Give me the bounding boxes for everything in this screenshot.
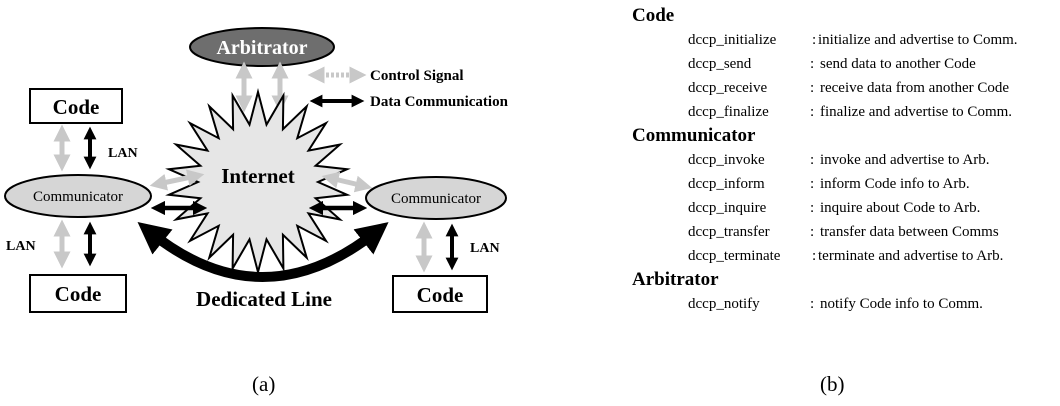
dedicated-line-arrow: [137, 221, 389, 282]
api-separator: :: [810, 56, 815, 72]
api-function-description: inform Code info to Arb.: [820, 176, 970, 192]
code-box-bottom-right: [392, 275, 488, 313]
api-function-name: dccp_transfer: [688, 224, 770, 240]
api-separator: :: [812, 32, 817, 48]
list-item: dccp_notify : notify Code info to Comm.: [632, 292, 1052, 316]
api-group-arbitrator: Arbitrator dccp_notify : notify Code inf…: [632, 268, 1052, 316]
communicator-left-label: Communicator: [33, 189, 123, 205]
architecture-diagram: Control Signal Data Communication Arbitr…: [4, 27, 509, 313]
communicator-node-right: [365, 176, 507, 220]
api-function-description: receive data from another Code: [820, 80, 1010, 96]
api-function-name: dccp_notify: [688, 296, 760, 312]
legend-data-communication-label: Data Communication: [370, 94, 509, 110]
lan-top-left-label: LAN: [108, 146, 138, 161]
arbitrator-label: Arbitrator: [216, 37, 307, 59]
api-function-name: dccp_inform: [688, 176, 765, 192]
api-function-description: send data to another Code: [820, 56, 976, 72]
lan-right-label: LAN: [470, 241, 500, 256]
api-group-title: Communicator: [632, 125, 756, 146]
api-group-communicator: Communicator dccp_invoke : invoke and ad…: [632, 124, 1052, 268]
api-function-name: dccp_terminate: [688, 248, 781, 264]
list-item: dccp_initialize : initialize and adverti…: [632, 28, 1052, 52]
code-bottom-left-label: Code: [55, 282, 102, 306]
legend-control-signal-label: Control Signal: [370, 68, 464, 84]
api-function-name: dccp_receive: [688, 80, 768, 96]
api-function-description: inquire about Code to Arb.: [820, 200, 981, 216]
code-top-left-label: Code: [53, 95, 100, 119]
list-item: dccp_transfer : transfer data between Co…: [632, 220, 1052, 244]
communicator-node-left: [4, 174, 152, 218]
api-function-description: terminate and advertise to Arb.: [818, 248, 1004, 264]
control-arrow-communicator-left-internet: [149, 169, 205, 191]
api-function-description: transfer data between Comms: [820, 224, 999, 240]
api-function-description: invoke and advertise to Arb.: [820, 152, 990, 168]
api-function-name: dccp_initialize: [688, 32, 777, 48]
api-separator: :: [810, 224, 815, 240]
api-function-name: dccp_send: [688, 56, 752, 72]
code-box-bottom-left: [29, 274, 127, 313]
api-function-name: dccp_invoke: [688, 152, 765, 168]
api-separator: :: [810, 176, 815, 192]
code-bottom-right-label: Code: [417, 283, 464, 307]
api-separator: :: [810, 80, 815, 96]
list-item: dccp_finalize : finalize and advertise t…: [632, 100, 1052, 124]
api-separator: :: [810, 200, 815, 216]
api-group-title: Arbitrator: [632, 269, 719, 290]
api-separator: :: [812, 248, 817, 264]
arbitrator-node: [189, 27, 335, 67]
api-function-list: Code dccp_initialize : initialize and ad…: [632, 4, 1052, 316]
api-group-code: Code dccp_initialize : initialize and ad…: [632, 4, 1052, 124]
api-function-name: dccp_finalize: [688, 104, 769, 120]
api-function-description: initialize and advertise to Comm.: [818, 32, 1018, 48]
list-item: dccp_inform : inform Code info to Arb.: [632, 172, 1052, 196]
list-item: dccp_send : send data to another Code: [632, 52, 1052, 76]
api-function-description: finalize and advertise to Comm.: [820, 104, 1013, 120]
list-item: dccp_invoke : invoke and advertise to Ar…: [632, 148, 1052, 172]
list-item: dccp_inquire : inquire about Code to Arb…: [632, 196, 1052, 220]
api-function-description: notify Code info to Comm.: [820, 296, 983, 312]
api-function-name: dccp_inquire: [688, 200, 767, 216]
api-separator: :: [810, 104, 815, 120]
code-box-top-left: [29, 88, 123, 124]
dedicated-line-label: Dedicated Line: [196, 287, 332, 311]
api-separator: :: [810, 152, 815, 168]
control-arrow-communicator-right-internet: [321, 171, 373, 193]
api-separator: :: [810, 296, 815, 312]
communicator-right-label: Communicator: [391, 191, 481, 207]
list-item: dccp_receive : receive data from another…: [632, 76, 1052, 100]
list-item: dccp_terminate : terminate and advertise…: [632, 244, 1052, 268]
caption-a: (a): [252, 372, 276, 396]
caption-b: (b): [820, 372, 845, 396]
api-group-title: Code: [632, 5, 675, 26]
internet-label: Internet: [221, 164, 294, 188]
lan-bottom-left-label: LAN: [6, 239, 36, 254]
